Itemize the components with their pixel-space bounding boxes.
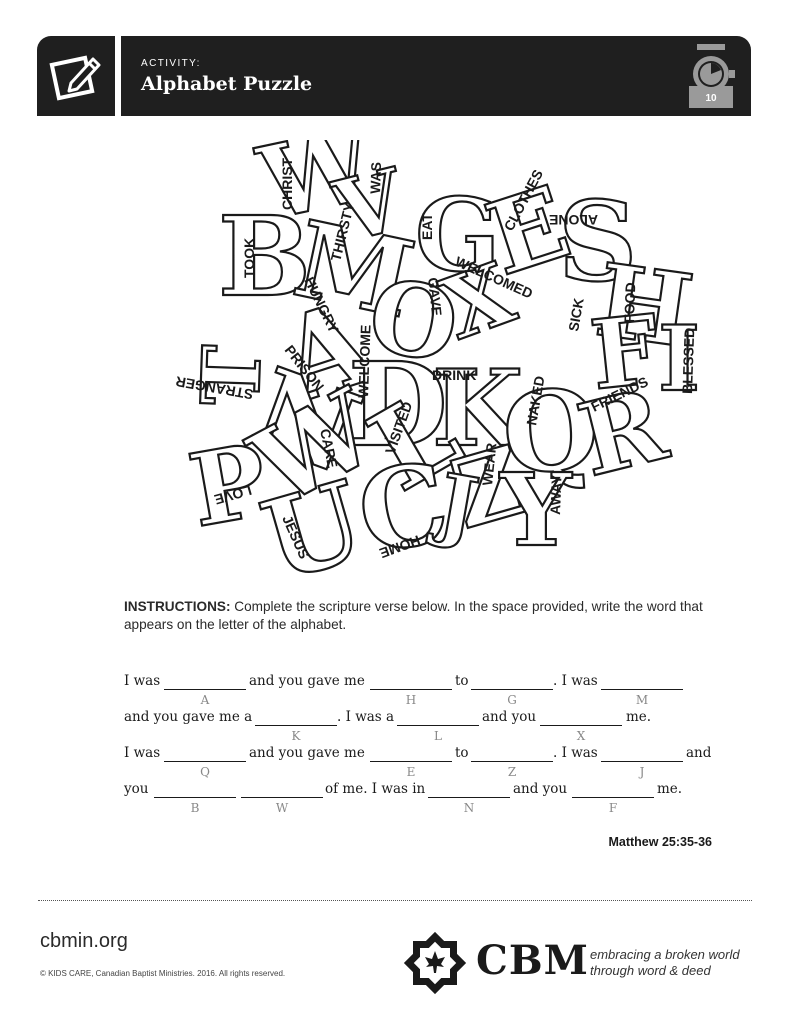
puzzle-letter-b: B xyxy=(218,192,311,321)
scripture-reference: Matthew 25:35-36 xyxy=(608,835,712,849)
verse-text: to xyxy=(455,745,469,761)
puzzle-word-food: FOOD xyxy=(621,282,638,323)
puzzle-word-alone: ALONE xyxy=(549,212,598,228)
letter-hint: K xyxy=(291,729,301,743)
puzzle-letter-o: O xyxy=(360,255,466,386)
answer-blank[interactable] xyxy=(572,797,654,798)
letter-hint: J xyxy=(639,765,645,779)
verse-text: . I was a xyxy=(337,709,395,725)
verse-line-4: you B W of me. I was in N and you F me. xyxy=(124,781,724,815)
stopwatch-icon xyxy=(689,44,735,108)
puzzle-letter-t: T xyxy=(183,344,279,407)
answer-blank[interactable] xyxy=(471,689,553,690)
verse-text: and you xyxy=(513,781,568,797)
instructions: INSTRUCTIONS: Complete the scripture ver… xyxy=(124,598,734,634)
letter-hint: N xyxy=(463,801,475,815)
answer-blank[interactable] xyxy=(164,689,246,690)
verse-text: you xyxy=(124,781,149,797)
letter-hint: A xyxy=(200,693,210,707)
activity-header: ACTIVITY: Alphabet Puzzle 10 xyxy=(37,36,751,116)
answer-blank[interactable] xyxy=(255,725,337,726)
footer-divider xyxy=(38,900,752,901)
verse-text: I was xyxy=(124,673,161,689)
activity-eyebrow: ACTIVITY: xyxy=(141,58,201,69)
verse-text: . I was xyxy=(553,745,598,761)
puzzle-word-blessed: BLESSED xyxy=(679,327,697,394)
puzzle-word-eat: EAT xyxy=(419,213,435,240)
verse-text: to xyxy=(455,673,469,689)
verse-line-2: and you gave me a K . I was a L and you … xyxy=(124,709,724,743)
pencil-paper-icon xyxy=(49,55,101,101)
verse-text: and xyxy=(686,745,712,761)
verse-text: . I was xyxy=(553,673,598,689)
letter-hint: F xyxy=(608,801,618,815)
puzzle-letter-s: S xyxy=(558,177,637,306)
answer-blank[interactable] xyxy=(154,797,236,798)
answer-blank[interactable] xyxy=(164,761,246,762)
puzzle-word-wear: WEAR xyxy=(479,442,499,486)
puzzle-letter-y: Y xyxy=(499,451,573,569)
title-bar: ACTIVITY: Alphabet Puzzle 10 xyxy=(121,36,751,116)
letter-hint: Z xyxy=(507,765,517,779)
brand-tagline: embracing a broken world through word & … xyxy=(590,947,740,979)
letter-hint: G xyxy=(507,693,517,707)
verse-text: and you gave me xyxy=(249,673,365,689)
letter-hint: L xyxy=(434,729,442,743)
puzzle-letter-d: D xyxy=(348,338,448,473)
verse-text: me. xyxy=(626,709,652,725)
verse-text: me. xyxy=(657,781,683,797)
instructions-text: Complete the scripture verse below. In t… xyxy=(124,599,703,632)
letter-hint: Q xyxy=(200,765,210,779)
website-link[interactable]: cbmin.org xyxy=(40,930,128,952)
letter-hint: B xyxy=(190,801,200,815)
tagline-line-1: embracing a broken world xyxy=(590,947,740,962)
verse-text: I was xyxy=(124,745,161,761)
answer-blank[interactable] xyxy=(601,689,683,690)
puzzle-word-drink: DRINK xyxy=(432,367,476,383)
letter-hint: W xyxy=(275,801,289,815)
answer-blank[interactable] xyxy=(397,725,479,726)
verse-text: and you gave me a xyxy=(124,709,253,725)
puzzle-word-sick: SICK xyxy=(565,297,587,333)
puzzle-letter-q: Q xyxy=(498,364,603,499)
letter-hint: E xyxy=(406,765,416,779)
puzzle-letter-m: M xyxy=(285,196,424,341)
brand-name: CBM xyxy=(476,937,589,984)
answer-blank[interactable] xyxy=(370,761,452,762)
letter-hint: X xyxy=(576,729,586,743)
alphabet-puzzle-illustration: B W M V G E S H A O X F T N D K Q R I P … xyxy=(174,140,701,580)
answer-blank[interactable] xyxy=(540,725,622,726)
verse-text: of me. I was in xyxy=(325,781,426,797)
puzzle-word-gave: GAVE xyxy=(425,277,445,317)
puzzle-letter-k: K xyxy=(432,346,527,470)
verse-line-3: I was Q and you gave me E to Z . I was J… xyxy=(124,745,734,779)
letter-hint: H xyxy=(405,693,417,707)
tagline-line-2: through word & deed xyxy=(590,963,711,978)
verse-text: and you xyxy=(482,709,537,725)
puzzle-letter-g: G xyxy=(415,176,500,294)
answer-blank[interactable] xyxy=(428,797,510,798)
verse-line-1: I was A and you gave me H to G . I was M xyxy=(124,673,724,707)
puzzle-word-christ: CHRIST xyxy=(279,157,295,210)
puzzle-word-away: AWAY xyxy=(547,474,564,515)
instructions-label: INSTRUCTIONS: xyxy=(124,599,231,614)
answer-blank[interactable] xyxy=(241,797,323,798)
letter-hint: M xyxy=(635,693,649,707)
answer-blank[interactable] xyxy=(370,689,452,690)
puzzle-letter-f: F xyxy=(586,294,665,411)
page-title: Alphabet Puzzle xyxy=(141,73,313,95)
puzzle-letter-h: H xyxy=(590,241,700,371)
puzzle-word-was: WAS xyxy=(367,162,384,194)
timer-minutes: 10 xyxy=(705,93,717,104)
cbm-logo-icon xyxy=(403,931,467,995)
puzzle-word-took: TOOK xyxy=(241,238,257,278)
puzzle-letter-i: I xyxy=(658,306,700,412)
puzzle-word-welcome: WELCOME xyxy=(355,324,374,398)
answer-blank[interactable] xyxy=(601,761,683,762)
activity-icon-box xyxy=(37,36,115,116)
answer-blank[interactable] xyxy=(471,761,553,762)
verse-text: and you gave me xyxy=(249,745,365,761)
timer: 10 xyxy=(683,44,739,115)
copyright: © KIDS CARE, Canadian Baptist Ministries… xyxy=(40,969,286,978)
